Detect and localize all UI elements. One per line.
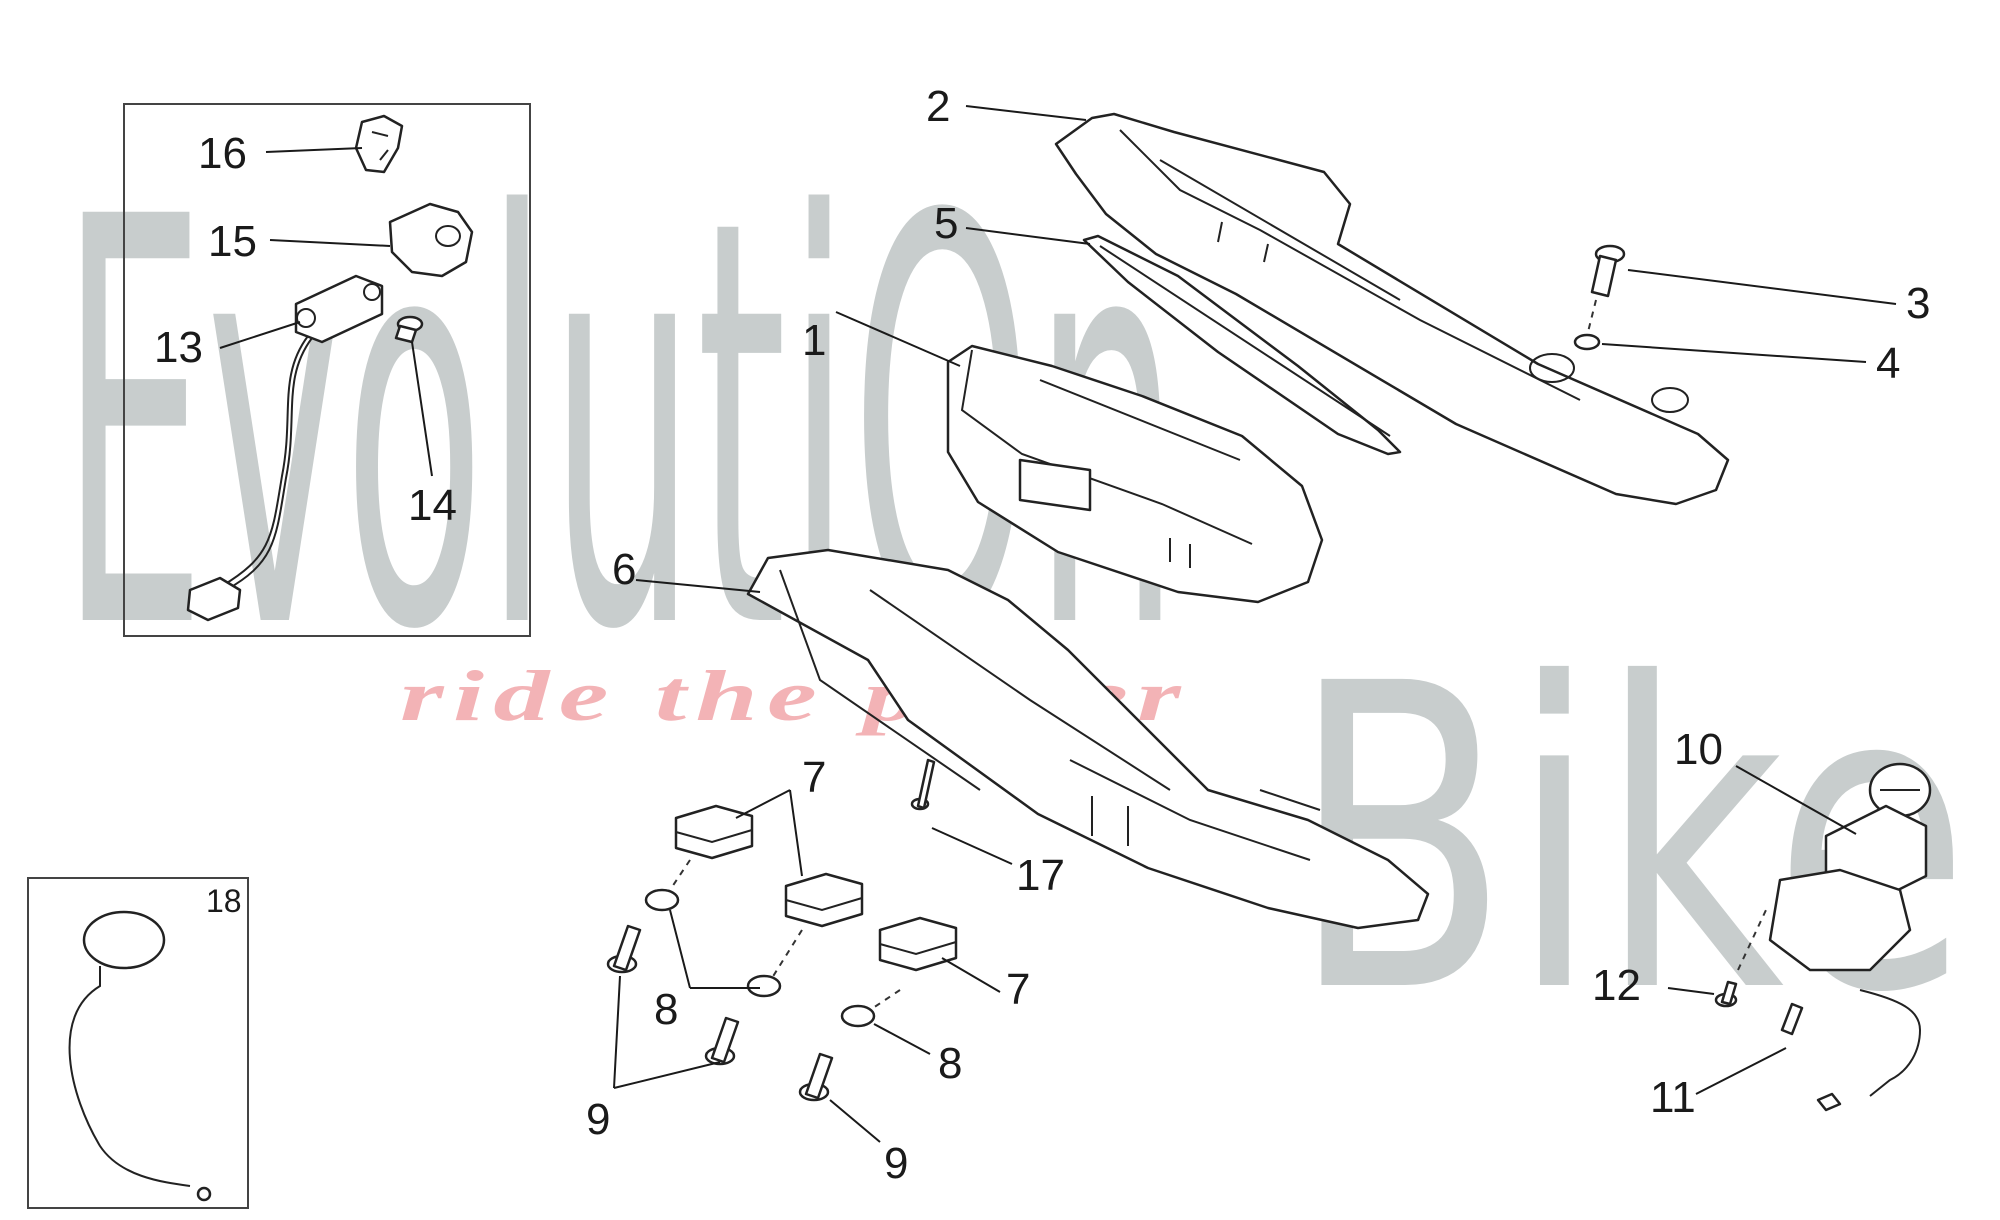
callout-11: 11 bbox=[1650, 1073, 1696, 1122]
long-screw-part bbox=[910, 758, 936, 811]
screw-parts-9 bbox=[606, 924, 834, 1102]
lock-bolt-part-12 bbox=[1714, 909, 1767, 1008]
cable-ring-part bbox=[68, 910, 212, 1202]
callout-9-b: 9 bbox=[884, 1139, 908, 1188]
leader-lines bbox=[219, 105, 1897, 1143]
grommet-parts bbox=[674, 804, 958, 972]
callout-5: 5 bbox=[934, 199, 958, 248]
clip-part bbox=[354, 114, 404, 174]
lens-part bbox=[1082, 234, 1402, 456]
callout-10: 10 bbox=[1674, 725, 1723, 774]
lower-cover-part bbox=[746, 548, 1430, 930]
instrument-cluster-part bbox=[946, 344, 1324, 604]
callout-7-b: 7 bbox=[1006, 965, 1030, 1014]
callout-9-a: 9 bbox=[586, 1095, 610, 1144]
callout-16: 16 bbox=[198, 129, 247, 178]
upper-cover-part bbox=[1054, 112, 1730, 506]
cable-kit-box bbox=[27, 877, 249, 1209]
screw-part-3 bbox=[1590, 244, 1626, 298]
sensor-kit-box bbox=[123, 103, 531, 637]
callout-18: 18 bbox=[206, 883, 242, 919]
callout-numbers: 1 2 3 4 5 6 7 7 8 8 9 9 10 11 12 13 14 1… bbox=[154, 82, 1930, 1188]
washer-parts-8 bbox=[644, 859, 901, 1028]
callout-17: 17 bbox=[1016, 851, 1065, 900]
callout-7-a: 7 bbox=[802, 753, 826, 802]
callout-12: 12 bbox=[1592, 961, 1641, 1010]
callout-15: 15 bbox=[208, 217, 257, 266]
callout-8-b: 8 bbox=[938, 1039, 962, 1088]
callout-3: 3 bbox=[1906, 279, 1930, 328]
callout-6: 6 bbox=[612, 545, 636, 594]
callout-8-a: 8 bbox=[654, 985, 678, 1034]
callout-13: 13 bbox=[154, 323, 203, 372]
washer-part-4 bbox=[1573, 299, 1601, 351]
callout-4: 4 bbox=[1876, 339, 1900, 388]
lock-screw-part-11 bbox=[1780, 1002, 1804, 1036]
sensor-part bbox=[186, 274, 384, 622]
bracket-part bbox=[388, 202, 474, 278]
callout-1: 1 bbox=[802, 316, 826, 365]
callout-2: 2 bbox=[926, 82, 950, 131]
watermark: EvolutiOn Bike ride the power bbox=[60, 101, 1970, 1085]
callout-14: 14 bbox=[408, 481, 457, 530]
